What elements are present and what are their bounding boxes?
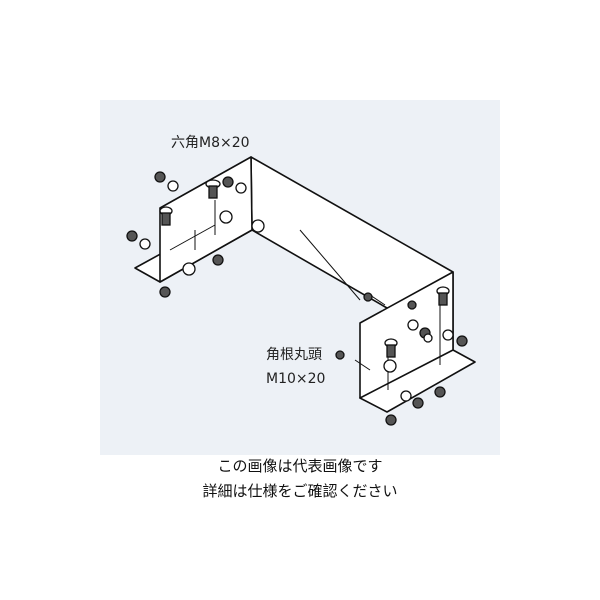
label-hex-bolt: 六角M8×20 [171,135,250,151]
caption-check-specs: 詳細は仕様をご確認ください [202,482,398,500]
right-wall [359,271,454,399]
hardware [126,171,468,426]
label-carriage-bolt-name: 角根丸頭 [266,347,322,363]
left-wall [159,156,253,283]
caption-representative-image: この画像は代表画像です [217,457,383,475]
label-carriage-bolt-size: M10×20 [266,371,326,387]
